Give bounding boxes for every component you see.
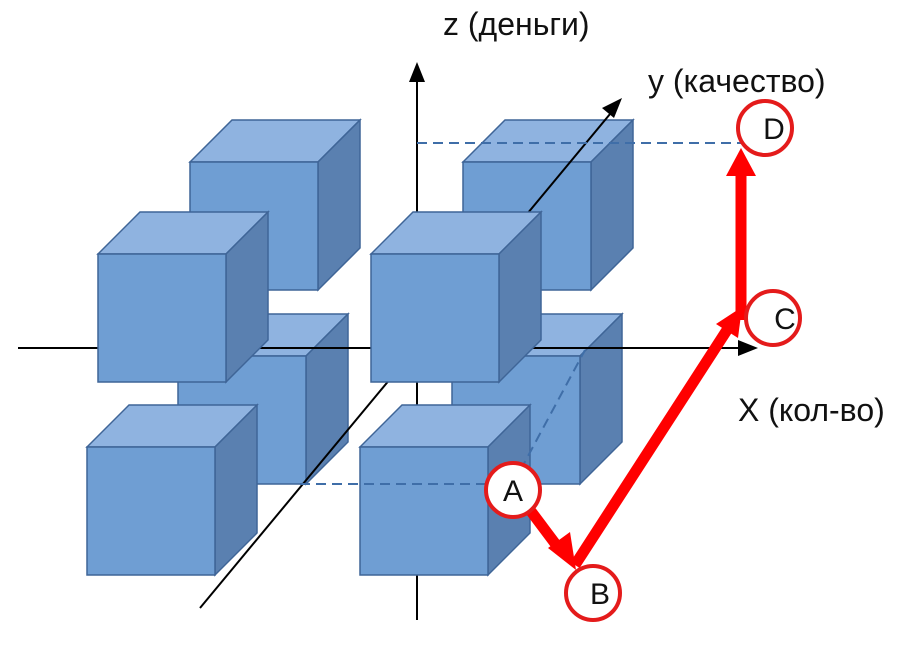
x-axis-arrow [738,340,758,356]
cube-front-top-left-front-face [97,253,227,383]
cube-front-bottom-right-front-face [359,446,489,576]
point-c: C [744,289,802,347]
z-axis-label: z (деньги) [443,6,590,42]
point-d: D [736,99,794,157]
path-arrows [525,148,756,570]
x-axis-label: X (кол-во) [738,392,885,428]
cube-front-bottom-left-front-face [86,446,216,576]
arrow-b-c [570,327,732,568]
y-axis-label: y (качество) [648,63,826,99]
guide-line-a-diag [512,349,586,485]
arrowhead-b [548,532,576,570]
cube-front-top-left [96,210,270,384]
y-axis-arrow [602,98,622,118]
point-b-label: B [590,578,610,611]
point-d-label: D [763,113,785,146]
point-a: A [484,461,542,519]
point-a-label: A [503,475,523,508]
point-c-label: C [774,303,796,336]
cube-front-bottom-left [85,403,259,577]
cube-front-top-right [369,210,543,384]
point-b: B [564,564,622,622]
z-axis-arrow [409,62,425,82]
guide-lines [300,142,745,485]
arrowhead-d [726,148,756,176]
cube-front-top-right-front-face [370,253,500,383]
